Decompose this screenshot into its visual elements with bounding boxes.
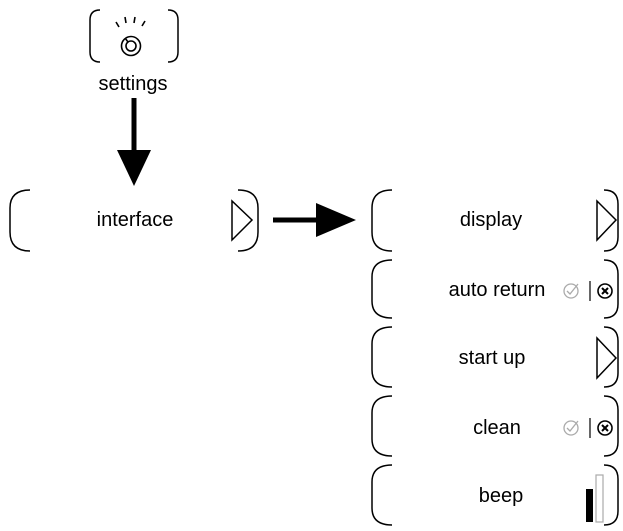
submenu-label-beep: beep [478,485,524,507]
chevron-right-icon[interactable] [596,199,618,242]
interface-label: interface [96,209,174,231]
check-icon [563,283,579,299]
settings-label: settings [98,73,168,95]
volume-bar-high [595,474,604,523]
submenu-row-beep[interactable] [371,464,619,526]
right-arrow [273,203,356,237]
x-icon [597,283,613,299]
submenu-label-clean: clean [473,417,521,439]
submenu-row-auto-return[interactable] [371,259,619,319]
interface-row[interactable] [9,189,259,252]
check-icon [563,420,579,436]
chevron-right-icon[interactable] [231,199,254,242]
volume-bar-low [586,489,593,522]
submenu-row-start-up[interactable] [371,326,619,388]
volume-level-icon[interactable] [586,474,604,523]
check-x-toggle-icon[interactable] [563,418,613,438]
submenu-label-auto-return: auto return [448,279,546,301]
check-x-toggle-icon[interactable] [563,281,613,301]
settings-knob-icon [115,16,146,57]
chevron-right-icon[interactable] [596,336,618,380]
submenu-row-display[interactable] [371,189,619,252]
down-arrow [117,98,151,186]
x-icon [597,420,613,436]
submenu-label-display: display [459,209,523,231]
settings-button[interactable] [89,9,179,63]
submenu-row-clean[interactable] [371,395,619,457]
submenu-label-start-up: start up [458,347,526,369]
